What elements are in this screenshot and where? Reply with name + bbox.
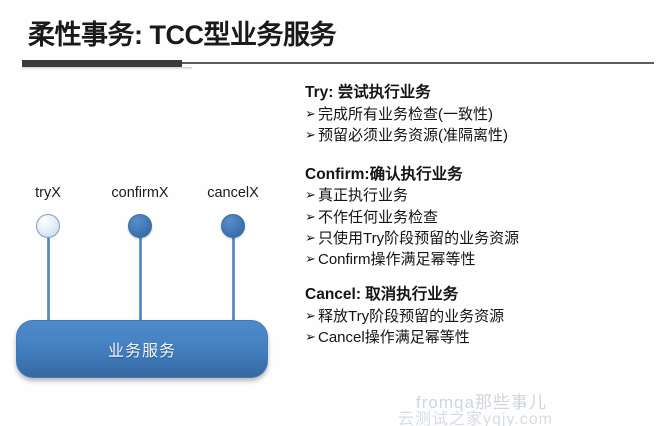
interface-confirmx-stem <box>138 225 142 325</box>
section-spacer <box>305 147 655 165</box>
service-box-label: 业务服务 <box>107 343 176 360</box>
arrow-bullet-icon: ➢ <box>305 187 316 203</box>
list-item-label: Cancel操作满足幂等性 <box>318 328 470 346</box>
interface-tryx-dot <box>36 214 60 238</box>
arrow-bullet-icon: ➢ <box>305 230 316 246</box>
list-item: ➢ 真正执行业务 <box>305 185 655 206</box>
list-item-label: 完成所有业务检查(一致性) <box>318 105 493 123</box>
service-diagram: tryX confirmX cancelX <box>0 185 296 400</box>
list-item-label: Confirm操作满足幂等性 <box>318 251 476 269</box>
section-spacer <box>305 271 655 285</box>
list-item-label: 真正执行业务 <box>318 187 409 205</box>
list-item: ➢ 只使用Try阶段预留的业务资源 <box>305 228 655 249</box>
watermark: fromqa那些事儿 云测试之家yqjy.com <box>398 386 660 426</box>
arrow-bullet-icon: ➢ <box>305 105 316 121</box>
list-item: ➢ 不作任何业务检查 <box>305 207 655 228</box>
arrow-bullet-icon: ➢ <box>305 251 316 267</box>
arrow-bullet-icon: ➢ <box>305 208 316 224</box>
list-item: ➢ Confirm操作满足幂等性 <box>305 249 655 270</box>
interface-tryx-label: tryX <box>35 185 61 201</box>
list-item-label: 不作任何业务检查 <box>318 208 439 226</box>
list-item: ➢ 释放Try阶段预留的业务资源 <box>305 306 655 327</box>
interface-cancelx[interactable]: cancelX <box>194 185 272 325</box>
interface-confirmx-dot <box>128 214 152 238</box>
watermark-line-1: fromqa那些事儿 <box>416 393 547 412</box>
list-item-label: 释放Try阶段预留的业务资源 <box>318 307 505 325</box>
section-try-heading: Try: 尝试执行业务 <box>305 84 431 101</box>
arrow-bullet-icon: ➢ <box>305 328 316 344</box>
interface-tryx-stem <box>46 225 50 325</box>
page-title: 柔性事务: TCC型业务服务 <box>28 20 336 50</box>
arrow-bullet-icon: ➢ <box>305 127 316 143</box>
section-confirm-heading: Confirm:确认执行业务 <box>305 165 463 183</box>
interface-confirmx[interactable]: confirmX <box>100 185 180 325</box>
list-item-label: 只使用Try阶段预留的业务资源 <box>318 230 520 248</box>
interface-cancelx-dot <box>221 214 245 238</box>
list-item-label: 预留必须业务资源(准隔离性) <box>318 127 508 145</box>
title-rule-shadow <box>22 67 192 70</box>
arrow-bullet-icon: ➢ <box>305 307 316 323</box>
interface-tryx[interactable]: tryX <box>10 185 86 325</box>
list-item: ➢ 预留必须业务资源(准隔离性) <box>305 125 655 146</box>
interface-cancelx-label: cancelX <box>207 185 259 201</box>
list-item: ➢ Cancel操作满足幂等性 <box>305 327 655 348</box>
interface-cancelx-stem <box>231 225 235 325</box>
watermark-line-2: 云测试之家yqjy.com <box>398 411 553 426</box>
content-column: Try: 尝试执行业务 ➢ 完成所有业务检查(一致性) ➢ 预留必须业务资源(准… <box>305 83 655 348</box>
title-rule-thick <box>22 60 182 67</box>
interface-confirmx-label: confirmX <box>111 185 169 201</box>
title-rule-thin <box>182 62 654 64</box>
section-cancel-heading: Cancel: 取消执行业务 <box>305 285 459 303</box>
list-item: ➢ 完成所有业务检查(一致性) <box>305 104 655 125</box>
service-box[interactable]: 业务服务 <box>16 320 268 378</box>
